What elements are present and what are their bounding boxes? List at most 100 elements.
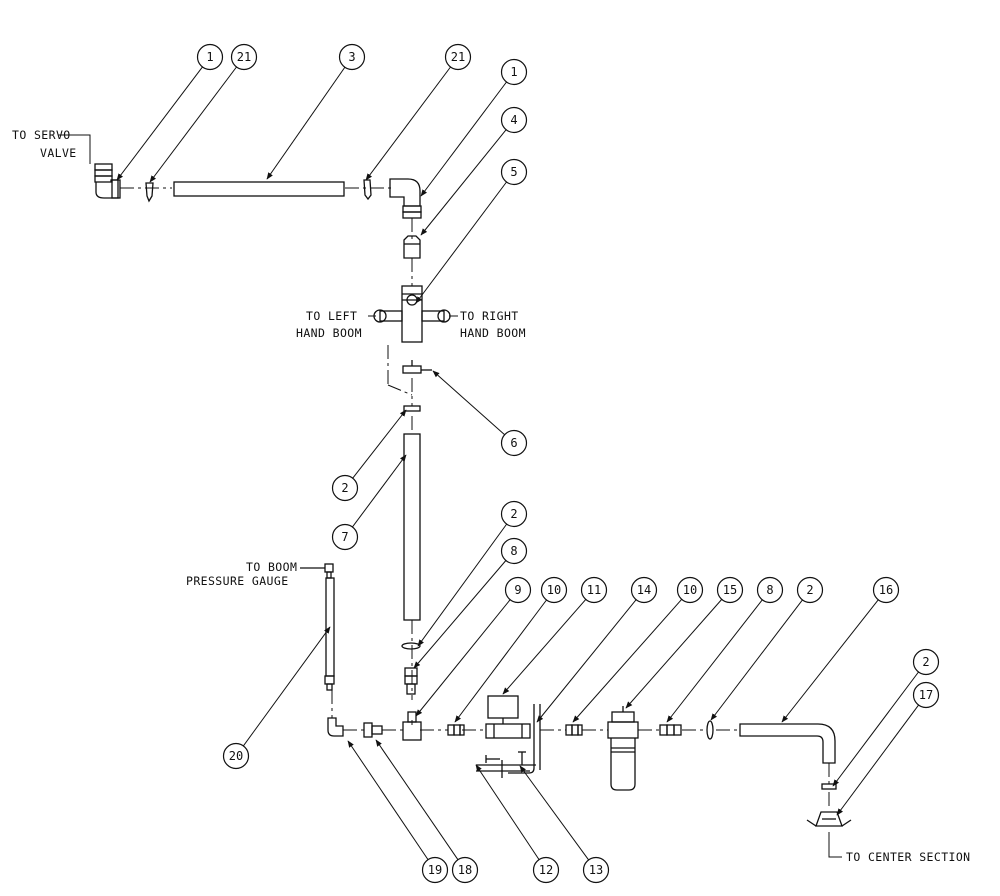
callout-15: 15 <box>625 576 744 709</box>
callout-leader <box>420 129 507 236</box>
callout-circle <box>230 43 258 71</box>
tee-part-5 <box>373 285 451 343</box>
washer-part-2-middle <box>401 642 421 650</box>
callout-circle <box>540 576 568 604</box>
callout-number: 10 <box>683 583 697 597</box>
callout-21: 21 <box>365 43 472 181</box>
callout-number: 2 <box>806 583 813 597</box>
callout-number: 10 <box>547 583 561 597</box>
note-right-1: TO RIGHT <box>460 309 519 323</box>
bracket-part-14 <box>508 704 541 774</box>
note-left-1: TO LEFT <box>306 309 357 323</box>
nipple-part-10-right <box>565 724 583 736</box>
callout-leader <box>475 764 540 860</box>
callout-14: 14 <box>536 576 658 723</box>
callout-1: 1 <box>420 58 528 197</box>
callout-circle <box>500 158 528 186</box>
callout-circle <box>500 500 528 528</box>
nozzle-part-6 <box>402 360 432 374</box>
callout-number: 8 <box>766 583 773 597</box>
callout-circle <box>500 429 528 457</box>
callout-10: 10 <box>454 576 568 723</box>
tube-part-7 <box>403 433 421 621</box>
callout-leader <box>519 765 590 861</box>
callout-leader <box>417 523 508 647</box>
callout-3: 3 <box>266 43 366 180</box>
note-left-2: HAND BOOM <box>296 326 362 340</box>
callout-2: 2 <box>710 576 824 721</box>
nipple-part-21-left <box>145 182 154 203</box>
callout-4: 4 <box>420 106 528 236</box>
callout-number: 13 <box>589 863 603 877</box>
callout-6: 6 <box>432 370 528 457</box>
callout-leader <box>347 740 429 860</box>
note-gauge-1: TO BOOM <box>246 560 297 574</box>
note-servo-2: VALVE <box>40 146 77 160</box>
bolt-part-12 <box>485 751 526 765</box>
callout-2: 2 <box>331 409 407 502</box>
callout-number: 8 <box>510 544 517 558</box>
callout-circle <box>338 43 366 71</box>
callout-circle <box>500 537 528 565</box>
callout-leader <box>832 671 919 787</box>
nipple-part-8-vertical <box>404 667 418 695</box>
callout-circle <box>504 576 532 604</box>
callout-circle <box>532 856 560 884</box>
callout-number: 2 <box>922 655 929 669</box>
callout-19: 19 <box>347 740 449 884</box>
callout-number: 16 <box>879 583 893 597</box>
callout-leader <box>625 599 723 709</box>
callout-number: 12 <box>539 863 553 877</box>
callout-number: 18 <box>458 863 472 877</box>
callout-leader <box>710 599 803 721</box>
callout-number: 5 <box>510 165 517 179</box>
callout-leader <box>781 599 879 723</box>
callout-10: 10 <box>572 576 704 723</box>
callout-circle <box>500 106 528 134</box>
callout-circle <box>912 681 940 709</box>
callout-circle <box>580 576 608 604</box>
callout-leader <box>666 599 763 723</box>
callout-1: 1 <box>116 43 224 181</box>
callout-circle <box>421 856 449 884</box>
callout-13: 13 <box>519 765 610 884</box>
callout-7: 7 <box>331 454 407 551</box>
callout-leader <box>375 739 459 860</box>
note-connectors <box>58 134 842 858</box>
valve-part-11 <box>485 695 531 739</box>
callout-circle <box>196 43 224 71</box>
callout-8: 8 <box>413 537 528 669</box>
callout-number: 4 <box>510 113 517 127</box>
callout-leader <box>432 370 505 436</box>
callout-number: 2 <box>341 481 348 495</box>
callout-circle <box>582 856 610 884</box>
notes: TO SERVO VALVE TO LEFT HAND BOOM TO RIGH… <box>12 128 970 864</box>
callout-17: 17 <box>836 681 940 816</box>
callout-circle <box>331 474 359 502</box>
hose-part-20 <box>300 563 335 691</box>
callout-leader <box>415 181 507 304</box>
callout-circle <box>716 576 744 604</box>
callout-5: 5 <box>415 158 528 304</box>
callout-circle <box>331 523 359 551</box>
nipple-part-21-right <box>363 179 372 201</box>
callout-circle <box>796 576 824 604</box>
callout-number: 15 <box>723 583 737 597</box>
callout-number: 19 <box>428 863 442 877</box>
callout-circle <box>676 576 704 604</box>
callout-leader <box>352 454 407 528</box>
callout-leader <box>413 560 507 669</box>
callout-number: 1 <box>510 65 517 79</box>
callout-leader <box>572 599 683 723</box>
note-right-2: HAND BOOM <box>460 326 526 340</box>
callout-number: 11 <box>587 583 601 597</box>
centerlines <box>120 187 830 810</box>
callout-number: 1 <box>206 50 213 64</box>
callout-leader <box>415 599 511 717</box>
nipple-part-8-horizontal <box>659 724 682 736</box>
tee-part-9 <box>402 711 422 741</box>
callout-11: 11 <box>502 576 608 695</box>
washer-part-2-upper <box>403 405 421 412</box>
